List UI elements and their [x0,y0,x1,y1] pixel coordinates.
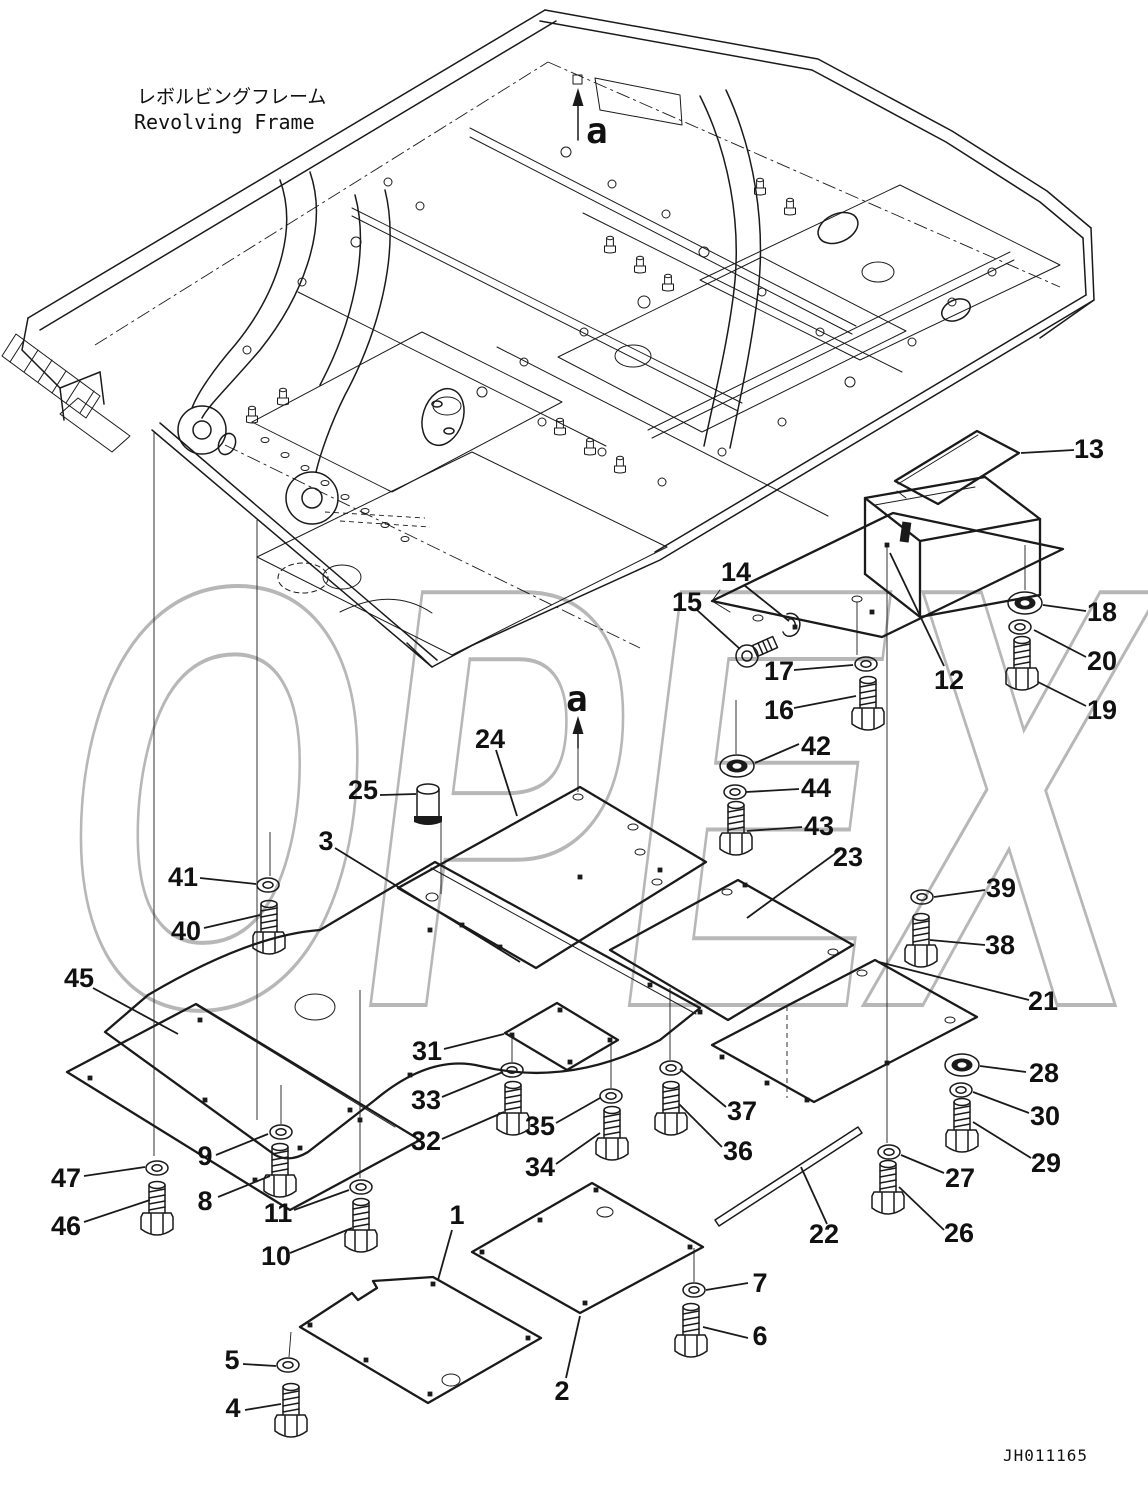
callout-3: 3 [318,826,333,856]
section-arrow-top: a [572,74,608,152]
callout-40: 40 [171,916,201,946]
step-block [1,333,131,453]
plate-21 [710,958,979,1104]
callout-34: 34 [525,1152,555,1182]
callout-36: 36 [723,1136,753,1166]
washer-5 [276,1357,300,1373]
section-label-middle: a [566,679,588,720]
callout-18: 18 [1087,597,1117,627]
callout-11: 11 [264,1198,293,1228]
spacer-25 [414,783,442,825]
callout-44: 44 [801,773,831,803]
section-arrow-middle: a [566,679,588,749]
callout-17: 17 [764,656,794,686]
washer-47 [145,1160,169,1176]
title-english: Revolving Frame [134,110,315,134]
projection-lines [153,432,1026,1358]
callout-1: 1 [449,1200,464,1230]
title-block: レボルビングフレーム Revolving Frame [134,86,326,134]
drawing-number: JH011165 [1003,1446,1088,1465]
callout-2: 2 [554,1376,569,1406]
plate-24 [396,785,708,970]
callout-31: 31 [412,1036,442,1066]
callout-38: 38 [985,930,1015,960]
plate-45 [65,1002,422,1212]
callout-7: 7 [752,1268,767,1298]
bolt-4 [274,1382,308,1438]
callout-43: 43 [804,811,834,841]
bolt-10 [344,1197,378,1253]
callout-37: 37 [727,1096,757,1126]
callout-29: 29 [1031,1148,1061,1178]
callout-47: 47 [51,1163,81,1193]
callout-14: 14 [721,557,751,587]
callout-6: 6 [752,1321,767,1351]
callout-32: 32 [411,1126,441,1156]
callout-4: 4 [225,1393,240,1423]
callout-35: 35 [525,1111,555,1141]
callout-23: 23 [833,842,863,872]
callout-41: 41 [168,862,198,892]
washer-7 [682,1282,706,1298]
plate-31 [503,1001,620,1072]
callout-22: 22 [809,1219,839,1249]
callout-10: 10 [261,1241,291,1271]
revolving-frame-drawing [1,9,1095,668]
clip-14 [782,612,801,637]
callout-27: 27 [945,1163,975,1193]
callout-42: 42 [801,731,831,761]
callout-46: 46 [51,1211,81,1241]
callout-33: 33 [411,1085,441,1115]
section-label-top: a [586,111,608,152]
callout-15: 15 [672,587,702,617]
callout-25: 25 [348,775,378,805]
callout-24: 24 [475,724,505,754]
washer-27 [877,1144,901,1160]
callouts: 1 2 3 4 5 6 7 8 9 10 11 12 13 14 15 16 1… [51,434,1117,1423]
callout-21: 21 [1028,986,1058,1016]
callout-45: 45 [64,963,94,993]
exploded-parts [65,429,1065,1438]
callout-5: 5 [224,1345,239,1375]
callout-30: 30 [1030,1101,1060,1131]
callout-12: 12 [934,665,964,695]
callout-16: 16 [764,695,794,725]
callout-19: 19 [1087,695,1117,725]
callout-8: 8 [197,1186,212,1216]
plug-15 [735,635,779,668]
boom-mount-arms [177,171,465,525]
bolt-46 [140,1180,174,1236]
callout-20: 20 [1087,646,1117,676]
callout-26: 26 [944,1218,974,1248]
callout-9: 9 [197,1141,212,1171]
callout-39: 39 [986,873,1016,903]
plate-23 [608,878,855,1022]
callout-13: 13 [1074,434,1104,464]
washer-11 [349,1179,373,1195]
plate-2 [470,1181,705,1315]
title-japanese: レボルビングフレーム [137,86,326,108]
plate-1 [298,1275,543,1405]
leader-lines [83,449,1087,1411]
callout-28: 28 [1029,1058,1059,1088]
strip-22 [714,1126,863,1227]
bolt-6 [674,1302,708,1358]
